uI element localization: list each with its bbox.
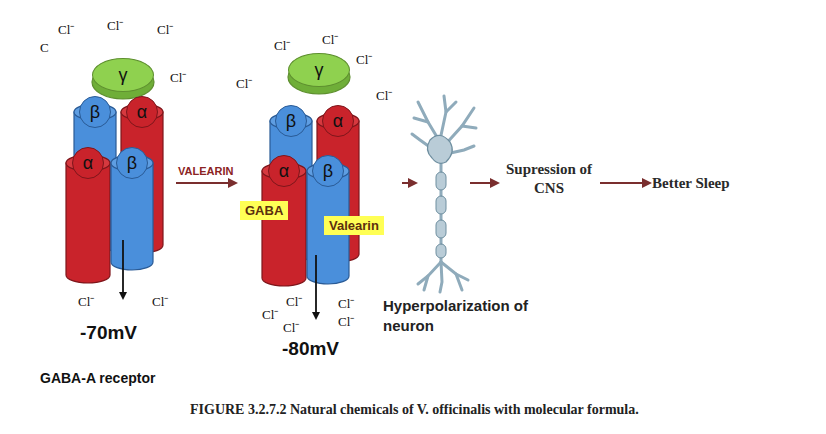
ion-label: Cl⁻ [236, 74, 252, 92]
subunit-letter: α [83, 154, 93, 172]
subunit-letter: α [137, 103, 147, 121]
receptor-1-cylinders [66, 65, 163, 298]
membrane-potential: -70mV [80, 322, 137, 344]
beta-subunit: β [79, 96, 111, 128]
flow-arrow [176, 182, 236, 184]
beta-subunit: β [116, 147, 148, 179]
ion-label: Cl⁻ [170, 68, 186, 86]
ion-label: Cl⁻ [262, 305, 278, 323]
ion-label: Cl⁻ [107, 16, 123, 34]
ion-label: Cl⁻ [152, 292, 168, 310]
ion-label: Cl⁻ [157, 20, 173, 38]
alpha-subunit: α [126, 96, 158, 128]
gamma-subunit: γ [288, 53, 350, 87]
subunit-letter: β [286, 112, 296, 130]
node-text: Better Sleep [652, 174, 730, 193]
ion-label: Cl⁻ [286, 292, 302, 310]
tag-text: Valearin [329, 218, 379, 233]
subunit-letter: α [279, 162, 289, 180]
subunit-letter: β [323, 162, 333, 180]
ligand-tag: Valearin [324, 216, 384, 235]
subunit-letter: α [333, 112, 343, 130]
subunit-letter: γ [119, 66, 128, 84]
node-text: Supression of CNS [500, 160, 598, 198]
neuron-illustration [412, 96, 476, 292]
neuron-node: Hyperpolarization of neuron [418, 95, 468, 280]
tag-text: GABA [245, 203, 283, 218]
receptor-2-cylinders [262, 60, 359, 318]
subunit-letter: β [127, 154, 137, 172]
neuron-caption: Hyperpolarization of neuron [383, 296, 558, 335]
alpha-subunit: α [322, 105, 354, 137]
figure-caption: FIGURE 3.2.7.2 Natural chemicals of V. o… [190, 402, 639, 418]
flow-arrow [600, 182, 650, 184]
ion-label: Cl⁻ [376, 86, 392, 104]
alpha-subunit: α [72, 147, 104, 179]
subunit-letter: γ [315, 61, 324, 79]
ion-label: C [40, 40, 49, 56]
ion-label: Cl⁻ [356, 50, 372, 68]
ion-label: Cl⁻ [283, 318, 299, 336]
ion-label: Cl⁻ [338, 294, 354, 312]
beta-subunit: β [275, 105, 307, 137]
ion-label: Cl⁻ [78, 292, 94, 310]
membrane-potential: -80mV [282, 338, 339, 360]
alpha-subunit: α [268, 155, 300, 187]
ion-label: Cl⁻ [58, 20, 74, 38]
ion-label: Cl⁻ [274, 36, 290, 54]
ion-label: Cl⁻ [338, 312, 354, 330]
ion-label: Cl⁻ [322, 30, 338, 48]
flow-arrow [402, 182, 416, 184]
receptor-label: GABA-A receptor [40, 370, 155, 386]
effect-text: Supression of CNS [500, 160, 598, 198]
subunit-letter: β [90, 103, 100, 121]
gamma-subunit: γ [92, 58, 154, 92]
flow-arrow [470, 182, 498, 184]
arrow-label: VALEARIN [177, 165, 234, 177]
beta-subunit: β [312, 155, 344, 187]
ligand-tag: GABA [240, 201, 288, 220]
outcome-text: Better Sleep [652, 174, 730, 193]
